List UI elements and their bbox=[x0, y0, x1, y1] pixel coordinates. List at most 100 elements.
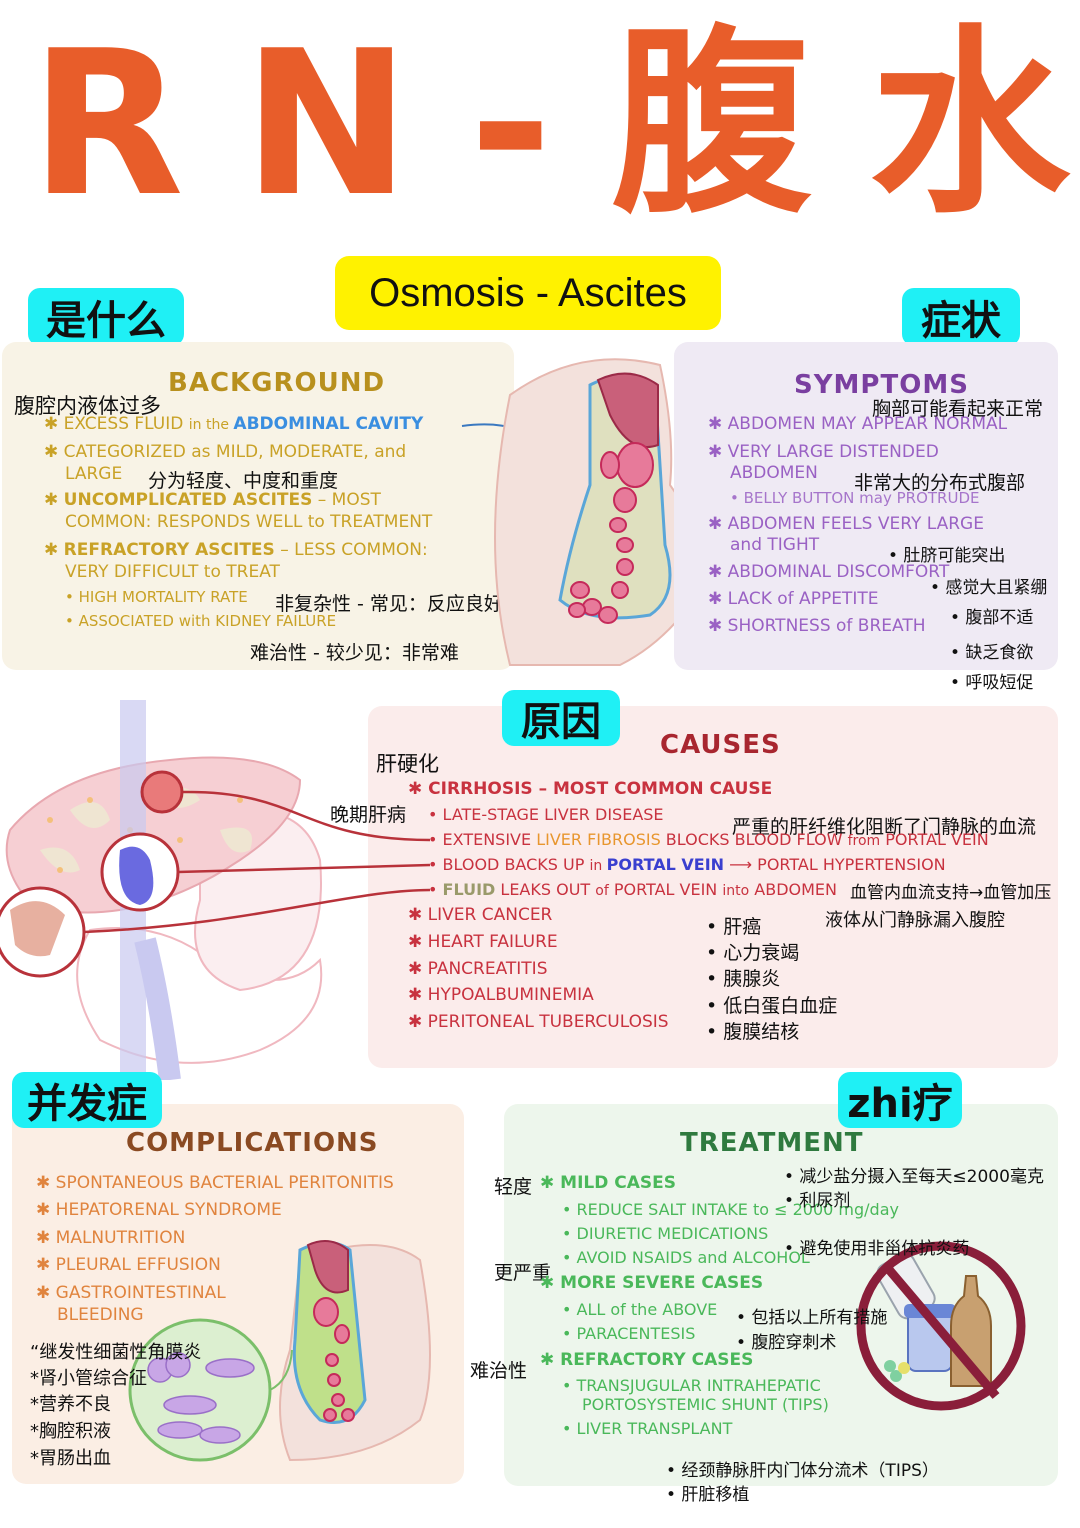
abdomen-illustration bbox=[494, 358, 700, 666]
zh-note: • 避免使用非甾体抗炎药 bbox=[784, 1239, 970, 1259]
zh-note: • 心力衰竭 bbox=[706, 942, 800, 964]
zh-note: *肾小管综合征 bbox=[30, 1368, 147, 1389]
complications-heading: COMPLICATIONS bbox=[126, 1128, 379, 1158]
tag-complications: 并发症 bbox=[12, 1072, 162, 1128]
zh-note: 液体从门静脉漏入腹腔 bbox=[825, 910, 1005, 931]
zh-note: *胃肠出血 bbox=[30, 1448, 111, 1469]
symptoms-heading: SYMPTOMS bbox=[794, 370, 969, 400]
cause-item: ✱ LIVER CANCER bbox=[408, 905, 553, 925]
zh-note: 分为轻度、中度和重度 bbox=[148, 470, 339, 492]
treatment-item: • TRANSJUGULAR INTRAHEPATIC bbox=[562, 1376, 821, 1395]
background-item: ✱ EXCESS FLUID in the ABDOMINAL CAVITY bbox=[44, 414, 424, 434]
treatment-group: ✱ MILD CASES bbox=[540, 1173, 677, 1193]
complication-item: ✱ MALNUTRITION bbox=[36, 1228, 186, 1248]
zh-note: 胸部可能看起来正常 bbox=[872, 398, 1044, 420]
cause-subitem: • BLOOD BACKS UP in PORTAL VEIN ⟶ PORTAL… bbox=[428, 855, 946, 874]
zh-label: 难治性 bbox=[470, 1360, 528, 1382]
zh-note: • 经颈静脉肝内门体分流术（TIPS） bbox=[666, 1461, 939, 1481]
zh-note: • 低白蛋白血症 bbox=[706, 995, 838, 1017]
zh-note: 血管内血流支持→血管加压 bbox=[850, 883, 1052, 903]
symptom-item: ✱ LACK of APPETITE bbox=[708, 589, 879, 609]
symptom-item: ✱ SHORTNESS of BREATH bbox=[708, 616, 926, 636]
zh-note: • 肝脏移植 bbox=[666, 1485, 750, 1505]
causes-panel bbox=[368, 706, 1058, 1068]
zh-note: “继发性细菌性角膜炎 bbox=[30, 1342, 202, 1363]
background-heading: BACKGROUND bbox=[168, 368, 386, 398]
zh-note: 非常大的分布式腹部 bbox=[854, 472, 1026, 494]
cause-subitem: • FLUID LEAKS OUT of PORTAL VEIN into AB… bbox=[428, 880, 837, 899]
zh-note: 非复杂性 - 常见：反应良好 bbox=[275, 593, 503, 615]
zh-note: 腹腔内液体过多 bbox=[14, 394, 161, 418]
symptom-item-cont: and TIGHT bbox=[730, 535, 820, 555]
zh-note: • 肝癌 bbox=[706, 916, 762, 938]
cause-item: ✱ PERITONEAL TUBERCULOSIS bbox=[408, 1012, 669, 1032]
zh-note: • 包括以上所有措施 bbox=[736, 1308, 888, 1328]
cause-subitem: • EXTENSIVE LIVER FIBROSIS BLOCKS BLOOD … bbox=[428, 830, 989, 849]
background-panel bbox=[2, 342, 514, 670]
zh-note: 肝硬化 bbox=[376, 752, 439, 776]
zh-label: 更严重 bbox=[494, 1262, 552, 1284]
zh-note: • 腹部不适 bbox=[950, 608, 1034, 628]
symptom-item: ✱ ABDOMEN MAY APPEAR NORMAL bbox=[708, 414, 1008, 434]
complication-item-cont: BLEEDING bbox=[57, 1305, 144, 1325]
zh-note: • 呼吸短促 bbox=[950, 673, 1034, 693]
treatment-item: • AVOID NSAIDS and ALCOHOL bbox=[562, 1248, 810, 1267]
zh-note: • 缺乏食欲 bbox=[950, 643, 1034, 663]
cause-item: ✱ PANCREATITIS bbox=[408, 959, 548, 979]
peritonitis-illustration bbox=[128, 1240, 431, 1462]
treatment-item: • DIURETIC MEDICATIONS bbox=[562, 1224, 769, 1243]
causes-heading: CAUSES bbox=[660, 730, 781, 760]
zh-note: • 肚脐可能突出 bbox=[888, 546, 1006, 566]
tag-treatment: zhi疗 bbox=[838, 1072, 962, 1128]
zh-note: 难治性 - 较少见：非常难 bbox=[250, 642, 459, 664]
zh-note: • 减少盐分摄入至每天≤2000毫克 bbox=[784, 1167, 1044, 1187]
symptom-item: ✱ ABDOMEN FEELS VERY LARGE bbox=[708, 514, 984, 534]
tag-what: 是什么 bbox=[28, 288, 184, 346]
zh-note: • 胰腺炎 bbox=[706, 968, 781, 990]
treatment-heading: TREATMENT bbox=[680, 1128, 864, 1158]
complication-item: ✱ SPONTANEOUS BACTERIAL PERITONITIS bbox=[36, 1173, 394, 1193]
zh-note: *胸腔积液 bbox=[30, 1421, 111, 1442]
zh-note: • 感觉大且紧绷 bbox=[930, 578, 1048, 598]
zh-note: 严重的肝纤维化阻断了门静脉的血流 bbox=[732, 816, 1037, 838]
title-part: R bbox=[30, 8, 185, 241]
zh-note: 晚期肝病 bbox=[330, 804, 407, 826]
treatment-group: ✱ MORE SEVERE CASES bbox=[540, 1273, 764, 1293]
treatment-item: • ALL of the ABOVE bbox=[562, 1300, 718, 1319]
treatment-group: ✱ REFRACTORY CASES bbox=[540, 1350, 754, 1370]
complication-item: ✱ GASTROINTESTINAL bbox=[36, 1283, 226, 1303]
symptoms-panel bbox=[674, 342, 1058, 670]
zh-note: • 腹膜结核 bbox=[706, 1021, 800, 1043]
liver-illustration bbox=[0, 700, 431, 1080]
page-title: R N - 腹 水 bbox=[30, 10, 1070, 240]
treatment-item-cont: PORTOSYSTEMIC SHUNT (TIPS) bbox=[582, 1395, 829, 1414]
symptom-subitem: • BELLY BUTTON may PROTRUDE bbox=[730, 489, 980, 507]
zh-label: 轻度 bbox=[494, 1176, 533, 1198]
symptom-item: ✱ ABDOMINAL DISCOMFORT bbox=[708, 562, 950, 582]
zh-note: • 利尿剂 bbox=[784, 1191, 851, 1211]
background-item: ✱ CATEGORIZED as MILD, MODERATE, and bbox=[44, 442, 407, 462]
cause-item: ✱ HEART FAILURE bbox=[408, 932, 558, 952]
subtitle-badge: Osmosis - Ascites bbox=[335, 256, 721, 330]
cause-item: ✱ CIRRHOSIS – MOST COMMON CAUSE bbox=[408, 779, 773, 799]
treatment-item: • REDUCE SALT INTAKE to ≤ 2000 mg/day bbox=[562, 1200, 899, 1219]
background-item: ✱ REFRACTORY ASCITES – LESS COMMON: bbox=[44, 540, 428, 560]
tag-causes: 原因 bbox=[502, 690, 620, 746]
tag-symptoms: 症状 bbox=[902, 288, 1020, 346]
complication-item: ✱ PLEURAL EFFUSION bbox=[36, 1255, 221, 1275]
zh-note: • 腹腔穿刺术 bbox=[736, 1333, 837, 1353]
zh-note: *营养不良 bbox=[30, 1394, 111, 1415]
complication-item: ✱ HEPATORENAL SYNDROME bbox=[36, 1200, 282, 1220]
treatment-item: • PARACENTESIS bbox=[562, 1324, 696, 1343]
title-part: 腹 bbox=[611, 8, 812, 241]
symptom-item-cont: ABDOMEN bbox=[730, 463, 818, 483]
cause-subitem: • LATE-STAGE LIVER DISEASE bbox=[428, 805, 664, 824]
background-item-cont: VERY DIFFICULT to TREAT bbox=[65, 562, 280, 582]
background-item-cont: COMMON: RESPONDS WELL to TREATMENT bbox=[65, 512, 433, 532]
title-part: - bbox=[469, 8, 553, 241]
background-item-cont: LARGE bbox=[65, 464, 123, 484]
title-part: N bbox=[242, 8, 411, 241]
background-subitem: • HIGH MORTALITY RATE bbox=[65, 588, 248, 606]
no-salt-nsaid-alcohol-icon bbox=[856, 1241, 1026, 1411]
background-subitem: • ASSOCIATED with KIDNEY FAILURE bbox=[65, 612, 337, 630]
